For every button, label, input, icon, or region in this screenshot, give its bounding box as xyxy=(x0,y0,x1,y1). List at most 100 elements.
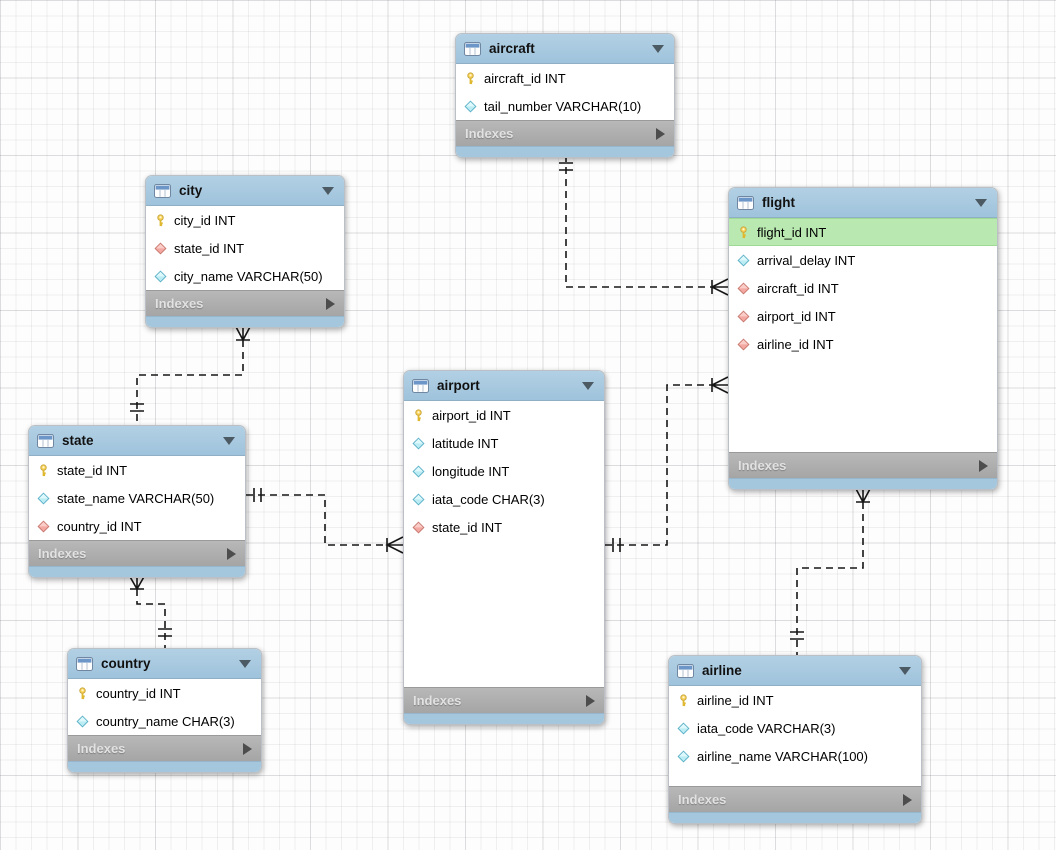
column-row-airline_id[interactable]: airline_id INT xyxy=(669,686,921,714)
table-bottom-strip xyxy=(456,146,674,157)
table-header[interactable]: flight xyxy=(729,188,997,218)
column-row-city_id[interactable]: city_id INT xyxy=(146,206,344,234)
table-icon xyxy=(76,656,93,671)
relationship-airline-flight[interactable] xyxy=(790,486,872,655)
column-row-aircraft_id[interactable]: aircraft_id INT xyxy=(729,274,997,302)
relationship-aircraft-flight[interactable] xyxy=(559,155,729,296)
column-label: city_name VARCHAR(50) xyxy=(174,268,323,284)
indexes-bar[interactable]: Indexes xyxy=(29,540,245,566)
column-label: airline_name VARCHAR(100) xyxy=(697,748,868,764)
primary-key-icon xyxy=(412,408,425,422)
attribute-icon xyxy=(154,269,167,283)
column-row-tail_number[interactable]: tail_number VARCHAR(10) xyxy=(456,92,674,120)
column-label: iata_code CHAR(3) xyxy=(432,491,545,507)
expand-arrow-icon[interactable] xyxy=(656,127,665,140)
column-row-latitude[interactable]: latitude INT xyxy=(404,429,604,457)
collapse-arrow-icon[interactable] xyxy=(239,659,251,668)
collapse-arrow-icon[interactable] xyxy=(223,436,235,445)
foreign-key-icon xyxy=(37,519,50,533)
column-label: airline_id INT xyxy=(697,692,774,708)
table-bottom-strip xyxy=(404,713,604,724)
indexes-bar[interactable]: Indexes xyxy=(146,290,344,316)
column-row-flight_id[interactable]: flight_id INT xyxy=(729,218,997,246)
column-label: aircraft_id INT xyxy=(757,280,839,296)
expand-arrow-icon[interactable] xyxy=(243,742,252,755)
expand-arrow-icon[interactable] xyxy=(326,297,335,310)
column-row-iata_code[interactable]: iata_code CHAR(3) xyxy=(404,485,604,513)
table-title: aircraft xyxy=(489,41,535,56)
expand-arrow-icon[interactable] xyxy=(903,793,912,806)
table-columns: aircraft_id INT tail_number VARCHAR(10) xyxy=(456,64,674,120)
table-icon xyxy=(412,378,429,393)
column-row-airport_id[interactable]: airport_id INT xyxy=(404,401,604,429)
column-row-state_id[interactable]: state_id INT xyxy=(404,513,604,541)
table-airline[interactable]: airline airline_id INT iata_code VARCHAR(3… xyxy=(668,655,922,824)
table-aircraft[interactable]: aircraft aircraft_id INT tail_number VARCH… xyxy=(455,33,675,158)
indexes-bar[interactable]: Indexes xyxy=(68,735,261,761)
table-bottom-strip xyxy=(29,566,245,577)
collapse-arrow-icon[interactable] xyxy=(322,186,334,195)
column-label: iata_code VARCHAR(3) xyxy=(697,720,836,736)
indexes-label: Indexes xyxy=(77,741,126,756)
expand-arrow-icon[interactable] xyxy=(586,694,595,707)
column-row-country_id[interactable]: country_id INT xyxy=(29,512,245,540)
column-row-country_id[interactable]: country_id INT xyxy=(68,679,261,707)
table-title: flight xyxy=(762,195,795,210)
table-title: airport xyxy=(437,378,480,393)
column-row-aircraft_id[interactable]: aircraft_id INT xyxy=(456,64,674,92)
column-row-iata_code[interactable]: iata_code VARCHAR(3) xyxy=(669,714,921,742)
column-row-state_id[interactable]: state_id INT xyxy=(29,456,245,484)
relationship-city-state[interactable] xyxy=(130,324,252,425)
indexes-bar[interactable]: Indexes xyxy=(456,120,674,146)
indexes-bar[interactable]: Indexes xyxy=(729,452,997,478)
table-header[interactable]: city xyxy=(146,176,344,206)
primary-key-icon xyxy=(154,213,167,227)
relationship-airport-flight[interactable] xyxy=(605,376,729,552)
column-row-airport_id[interactable]: airport_id INT xyxy=(729,302,997,330)
relationship-state-airport[interactable] xyxy=(246,488,404,554)
table-header[interactable]: airline xyxy=(669,656,921,686)
indexes-bar[interactable]: Indexes xyxy=(404,687,604,713)
column-row-country_name[interactable]: country_name CHAR(3) xyxy=(68,707,261,735)
foreign-key-icon xyxy=(412,520,425,534)
collapse-arrow-icon[interactable] xyxy=(652,44,664,53)
table-header[interactable]: airport xyxy=(404,371,604,401)
foreign-key-icon xyxy=(154,241,167,255)
table-header[interactable]: aircraft xyxy=(456,34,674,64)
table-columns: state_id INT state_name VARCHAR(50) countr… xyxy=(29,456,245,540)
table-header[interactable]: country xyxy=(68,649,261,679)
column-row-state_name[interactable]: state_name VARCHAR(50) xyxy=(29,484,245,512)
column-row-longitude[interactable]: longitude INT xyxy=(404,457,604,485)
relationship-state-country[interactable] xyxy=(128,574,172,648)
column-row-airline_id[interactable]: airline_id INT xyxy=(729,330,997,358)
column-row-arrival_delay[interactable]: arrival_delay INT xyxy=(729,246,997,274)
collapse-arrow-icon[interactable] xyxy=(582,381,594,390)
table-header[interactable]: state xyxy=(29,426,245,456)
table-bottom-strip xyxy=(669,812,921,823)
attribute-icon xyxy=(37,491,50,505)
column-row-state_id[interactable]: state_id INT xyxy=(146,234,344,262)
column-label: state_name VARCHAR(50) xyxy=(57,490,215,506)
table-title: airline xyxy=(702,663,742,678)
collapse-arrow-icon[interactable] xyxy=(899,666,911,675)
indexes-label: Indexes xyxy=(678,792,727,807)
collapse-arrow-icon[interactable] xyxy=(975,198,987,207)
table-bottom-strip xyxy=(146,316,344,327)
table-bottom-strip xyxy=(68,761,261,772)
table-icon xyxy=(37,433,54,448)
indexes-bar[interactable]: Indexes xyxy=(669,786,921,812)
expand-arrow-icon[interactable] xyxy=(227,547,236,560)
table-columns: airline_id INT iata_code VARCHAR(3) airlin… xyxy=(669,686,921,786)
column-row-city_name[interactable]: city_name VARCHAR(50) xyxy=(146,262,344,290)
expand-arrow-icon[interactable] xyxy=(979,459,988,472)
column-row-airline_name[interactable]: airline_name VARCHAR(100) xyxy=(669,742,921,770)
column-label: tail_number VARCHAR(10) xyxy=(484,98,642,114)
